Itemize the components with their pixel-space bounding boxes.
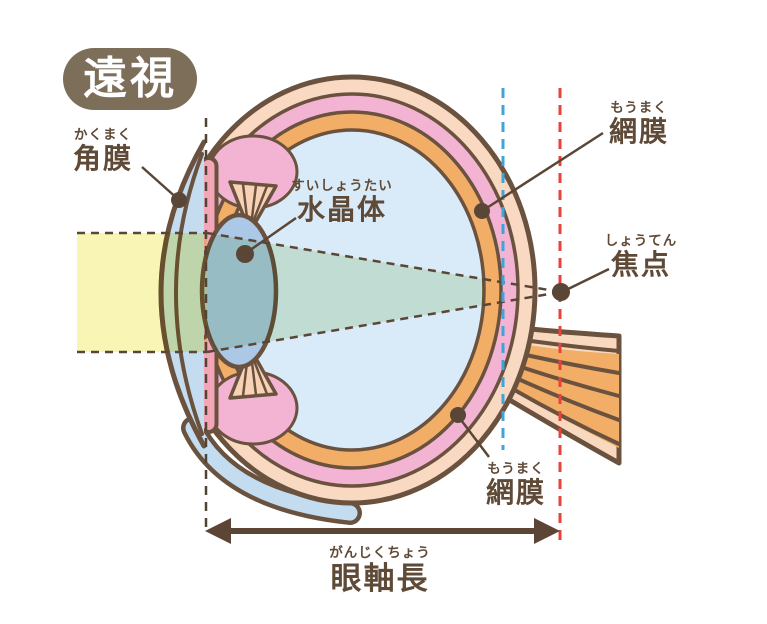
retina-top-dot (474, 203, 490, 219)
cornea-dot (171, 192, 187, 208)
light-cone (207, 233, 484, 352)
focal-point-dot (552, 283, 570, 301)
retina-bottom-dot (450, 407, 466, 423)
light-beam (77, 233, 207, 352)
title-badge: 遠視 (63, 48, 197, 110)
lens-dot (236, 245, 254, 263)
leader-dots (171, 192, 570, 423)
axial-length-arrow (205, 518, 560, 544)
leader-lines (141, 131, 610, 458)
title-badge-label: 遠視 (83, 53, 177, 104)
optic-nerve-fibers (509, 339, 621, 446)
